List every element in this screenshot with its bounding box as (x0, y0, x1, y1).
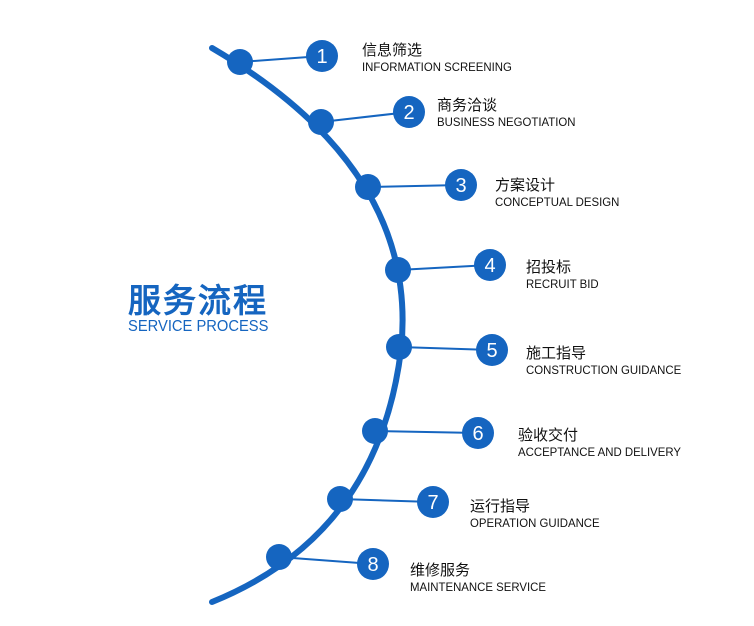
step-number-badge (445, 169, 477, 201)
step-title-en: CONSTRUCTION GUIDANCE (526, 363, 682, 377)
step-number: 3 (455, 175, 466, 197)
step-marker-4: 4 (385, 249, 506, 283)
step-title-en: BUSINESS NEGOTIATION (437, 115, 576, 129)
page-title: 服务流程 (128, 281, 268, 320)
step-title-en: INFORMATION SCREENING (362, 60, 512, 74)
step-number-badge (462, 417, 494, 449)
step-number-badge (474, 249, 506, 281)
curve-node-dot (327, 486, 353, 512)
step-title-en: ACCEPTANCE AND DELIVERY (518, 445, 682, 459)
curve-node-dot (386, 334, 412, 360)
step-number: 5 (486, 340, 497, 362)
step-title-cn: 招投标 (526, 258, 572, 276)
step-marker-2: 2 (308, 96, 425, 135)
step-title-en: OPERATION GUIDANCE (470, 516, 600, 530)
step-marker-3: 3 (355, 169, 477, 201)
step-title-cn: 商务洽谈 (437, 96, 498, 114)
curve-node-dot (308, 109, 334, 135)
step-number-badge (357, 548, 389, 580)
step-marker-8: 8 (266, 544, 389, 580)
step-number: 8 (367, 554, 378, 576)
curve-node-dot (227, 49, 253, 75)
step-title-cn: 维修服务 (410, 561, 471, 579)
step-title-en: CONCEPTUAL DESIGN (495, 195, 620, 209)
step-title-cn: 运行指导 (470, 497, 531, 515)
curve-node-dot (362, 418, 388, 444)
step-title-en: RECRUIT BID (526, 277, 599, 291)
curve-node-dot (385, 257, 411, 283)
page-subtitle: SERVICE PROCESS (128, 318, 269, 335)
step-number-badge (393, 96, 425, 128)
step-number: 6 (472, 423, 483, 445)
step-number: 7 (427, 492, 438, 514)
step-number: 1 (316, 46, 327, 68)
step-number: 2 (403, 102, 414, 124)
step-number-badge (306, 40, 338, 72)
step-number-badge (417, 486, 449, 518)
step-marker-7: 7 (327, 486, 449, 518)
connector-line (374, 430, 479, 434)
curve-node-dot (355, 174, 381, 200)
step-title-cn: 施工指导 (526, 344, 587, 362)
step-title-cn: 验收交付 (518, 426, 579, 444)
step-marker-6: 6 (362, 417, 494, 449)
step-number: 4 (484, 255, 495, 277)
step-markers: 1 2 3 4 5 6 7 8 (227, 40, 508, 580)
step-marker-5: 5 (386, 334, 508, 366)
step-title-cn: 信息筛选 (362, 41, 423, 59)
step-marker-1: 1 (227, 40, 338, 75)
step-title-en: MAINTENANCE SERVICE (410, 580, 546, 594)
step-title-cn: 方案设计 (495, 176, 556, 194)
curve-node-dot (266, 544, 292, 570)
step-number-badge (476, 334, 508, 366)
